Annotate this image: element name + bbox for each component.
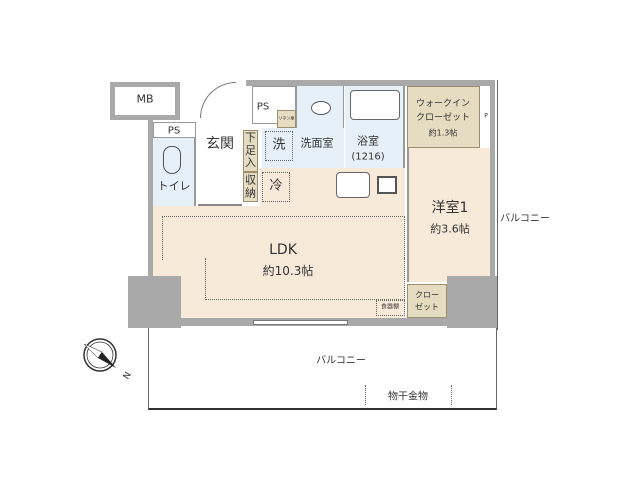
bedroom-1 [407,148,490,282]
drying-rack-label: 物干金物 [388,391,428,403]
ps-left-box [153,122,196,138]
linen-label: リネン庫 [278,115,295,121]
cupboard-space [376,300,405,316]
toilet-label: トイレ [157,179,191,193]
bedroom-size-label: 約3.6帖 [430,222,470,236]
ldk-size-label: 約10.3帖 [262,264,314,279]
corner-wall-right [447,276,497,328]
balcony-main-label: バルコニー [316,355,366,367]
shoe-storage-label: 下足入 [245,131,256,170]
outer-wall-left [148,118,153,278]
sink-icon [311,101,331,115]
balcony-main [148,328,497,410]
washer-space [265,131,293,161]
closet [407,284,447,318]
washroom-label: 洗面室 [300,136,334,150]
closet-label-2: ゼット [415,302,439,312]
fridge-label: 冷 [269,178,283,194]
corner-wall-left [128,276,181,328]
outer-wall-right [490,80,495,280]
fridge-space [262,172,290,202]
mb-box [110,82,180,120]
outer-wall-top [246,80,492,86]
balcony-side-label: バルコニー [500,213,550,225]
wic-label-1: ウォークイン [415,98,471,109]
washroom-lower [262,128,344,168]
drying-rack-right [451,385,452,405]
ldk-label: LDK [269,241,297,258]
window-sash [253,320,348,325]
storage-label: 収納 [245,173,256,199]
washer-label: 洗 [272,137,286,153]
balcony-side-line [497,80,498,330]
bath-label: 浴室 [357,134,379,148]
bath-size-label: (1216) [351,151,385,163]
mb-label: MB [136,92,154,106]
toilet-icon [163,146,181,174]
ldk-outline-lower [205,258,405,300]
linen-storage [277,110,296,128]
shoe-storage [243,130,258,172]
entrance-door-icon [200,82,236,118]
drying-rack-left [365,385,366,405]
storage-closet [243,172,258,202]
ps-top-label: PS [256,101,270,113]
compass-icon [83,338,117,372]
bedroom-label: 洋室1 [431,199,469,216]
ldk-outline [162,216,405,260]
stove-icon [377,176,397,194]
closet-label-1: クロー [415,290,439,300]
kitchen-sink-icon [336,172,370,198]
ps-left-label: PS [167,125,181,137]
wic-size-label: 約1.3帖 [428,128,458,138]
p-label: P [484,112,488,120]
cupboard-label: 食器棚 [380,303,400,311]
bathtub-icon [350,90,400,120]
walk-in-closet [407,86,480,148]
entrance-area [198,130,242,206]
wic-label-2: クローゼット [415,112,471,123]
entrance-label: 玄関 [206,135,234,152]
